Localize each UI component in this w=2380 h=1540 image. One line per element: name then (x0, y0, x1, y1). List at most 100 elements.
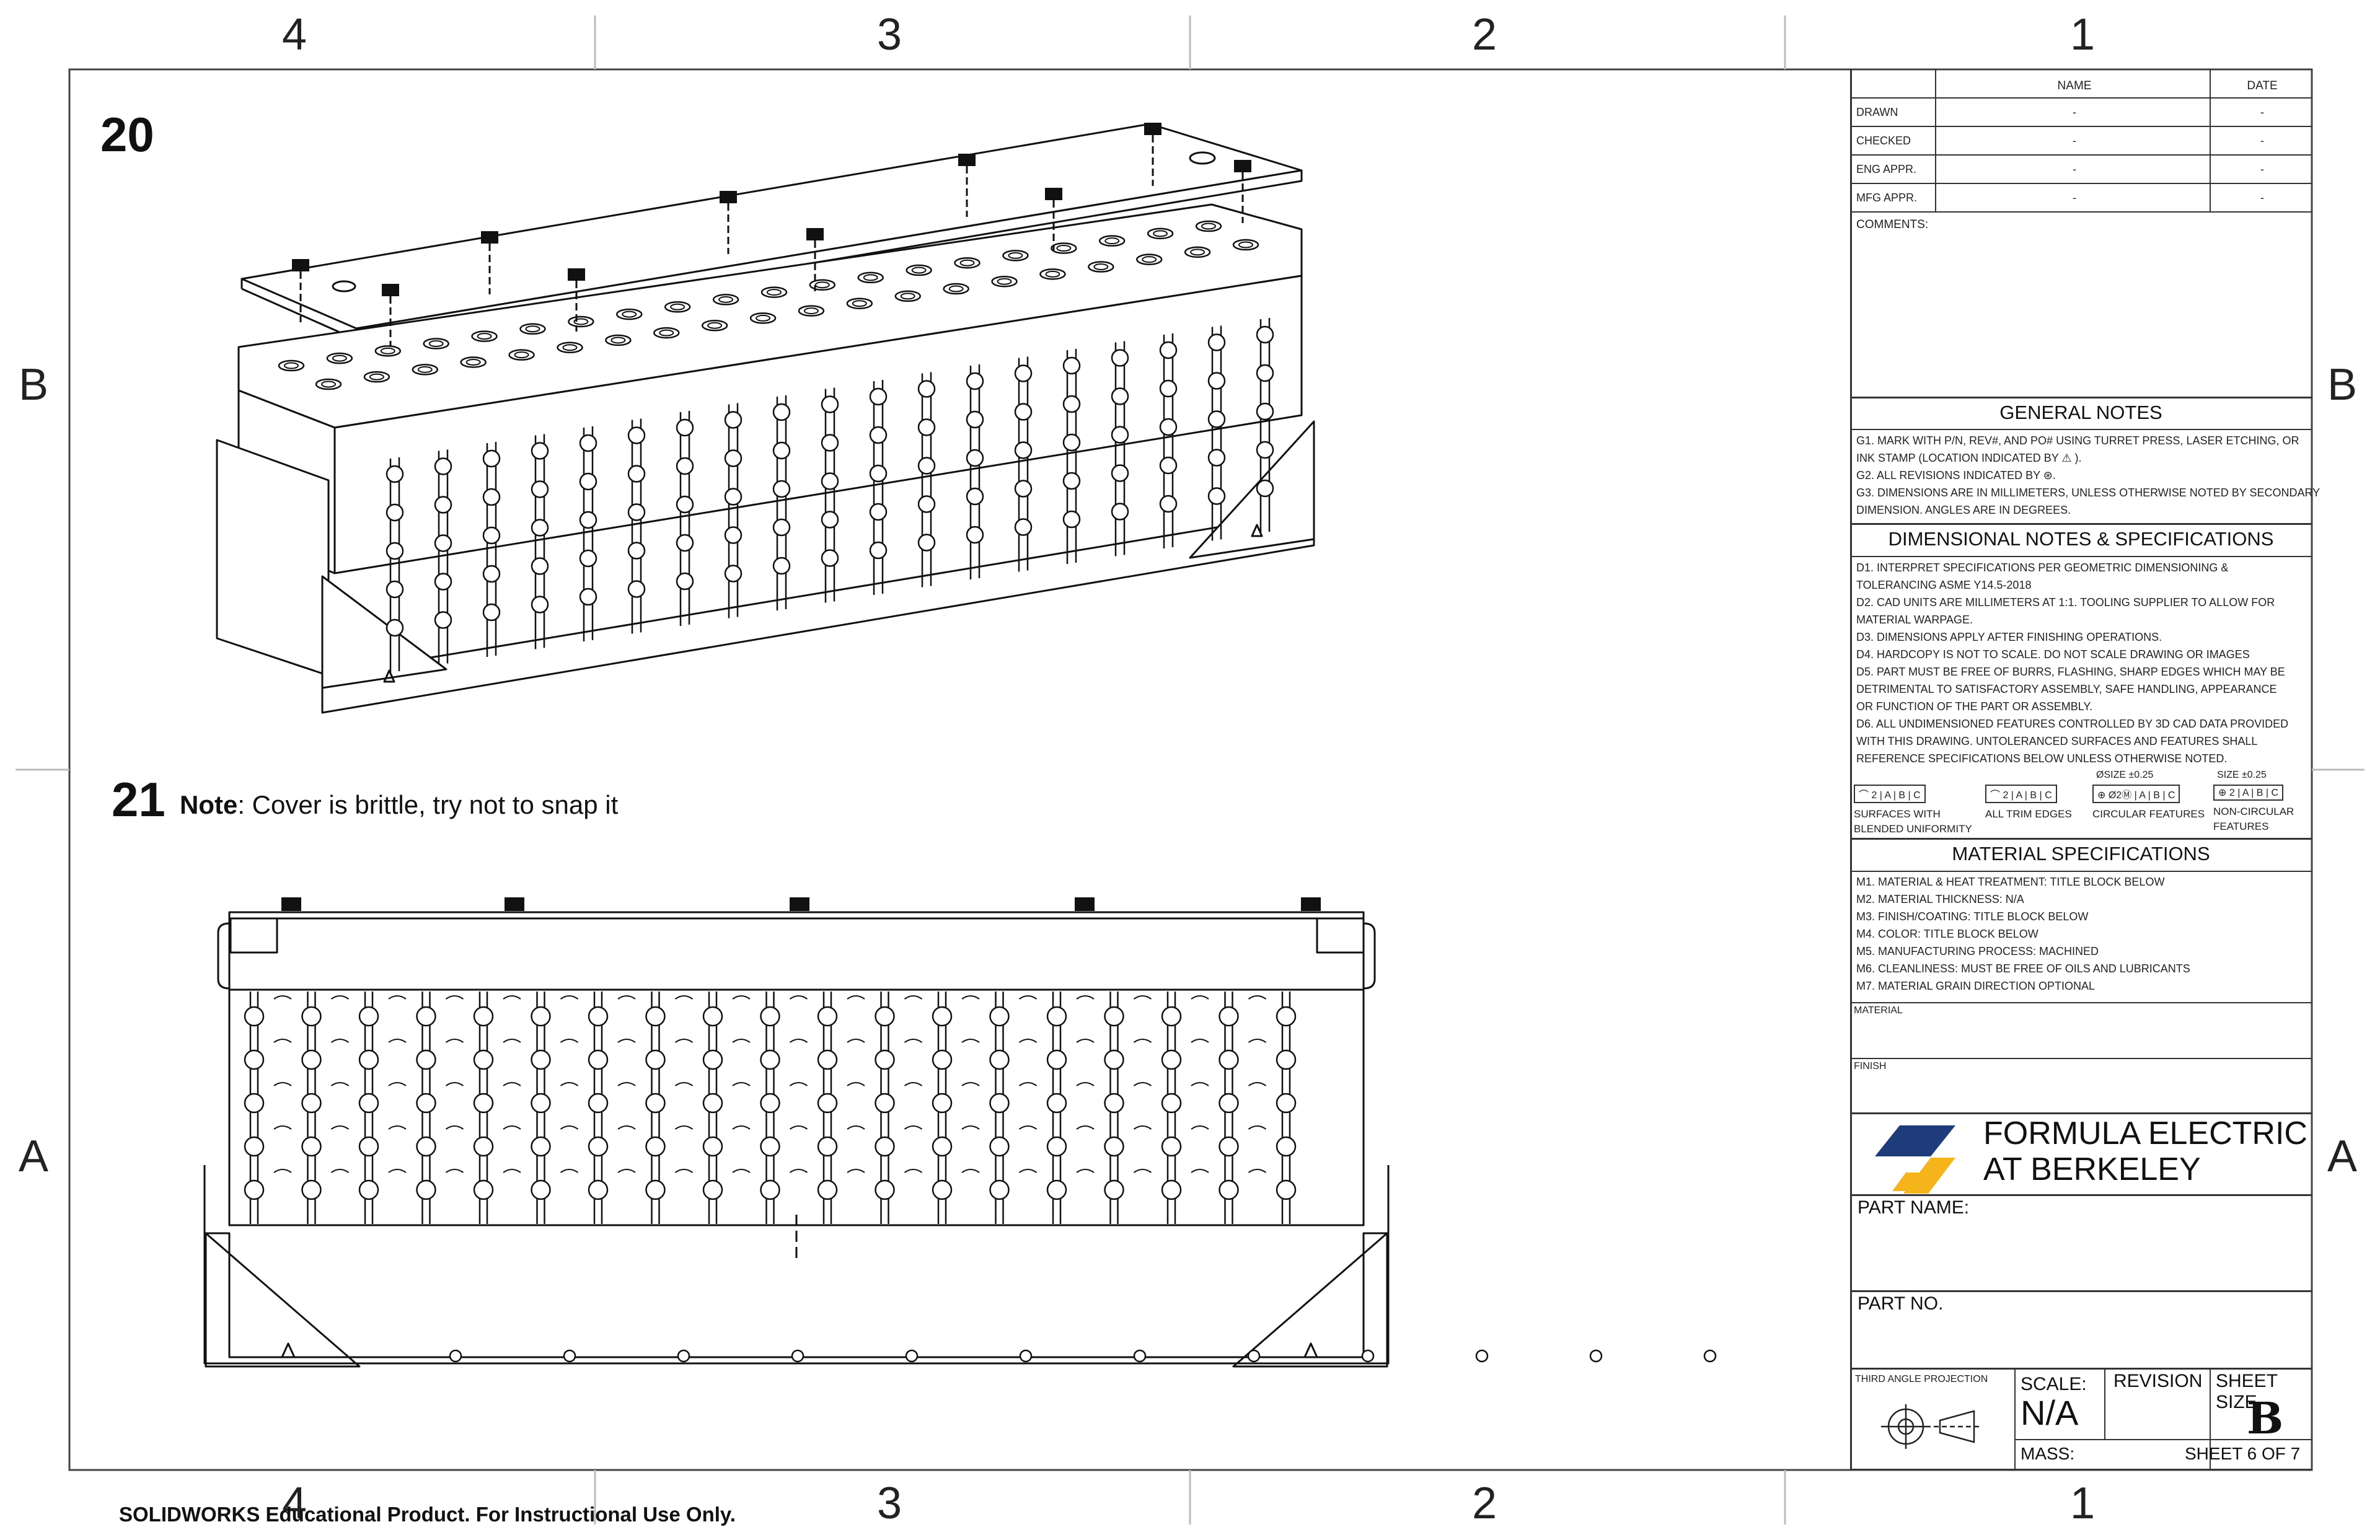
cell-node (1161, 1179, 1182, 1200)
cell-arc (388, 1039, 407, 1043)
zone-bottom-2: 2 (1472, 1479, 1497, 1528)
cell-arc (674, 1169, 694, 1173)
cell-node (1219, 1006, 1239, 1027)
cell-arc (1076, 1039, 1095, 1043)
cell-node (817, 1179, 838, 1200)
bolt-head (1234, 160, 1251, 172)
cell-hole (1195, 220, 1222, 232)
cell-arc (904, 1169, 923, 1173)
cell-arc (273, 1125, 292, 1130)
cell-hole-inner (997, 278, 1012, 285)
tray-hole (1019, 1349, 1033, 1363)
zone-top-4: 4 (282, 10, 307, 59)
cell-arc (1133, 1169, 1152, 1173)
cell-node (627, 542, 646, 560)
dim-note: D6. ALL UNDIMENSIONED FEATURES CONTROLLE… (1856, 718, 2289, 730)
cell-hole (991, 275, 1018, 288)
cell-node (358, 1179, 379, 1200)
cell-arc (445, 1082, 464, 1086)
cell-node (966, 372, 984, 390)
front-tray-holes (449, 1349, 1717, 1363)
approval-name: - (2073, 163, 2076, 175)
cell-node (1159, 379, 1178, 398)
cell-arc (789, 995, 808, 1000)
tray-hole (791, 1349, 804, 1363)
cell-node (473, 1136, 494, 1157)
cell-hole (315, 378, 342, 390)
third-angle-projection-icon (1881, 1404, 1980, 1449)
zone-right-A: A (2327, 1132, 2358, 1181)
cell-arc (1191, 1082, 1209, 1086)
front-bolts (281, 897, 1321, 911)
cell-node (482, 449, 501, 468)
cell-node (966, 410, 984, 429)
tolerance-control-frame: ⌒ 2 | A | B | C (1854, 785, 1926, 803)
cell-node (531, 442, 549, 460)
bolt-head (481, 231, 498, 244)
bolt-head (1144, 123, 1161, 135)
cell-arc (789, 1169, 808, 1173)
tray-hole (1361, 1349, 1375, 1363)
cell-hole (653, 327, 680, 339)
cell-node (1111, 426, 1129, 444)
tray-hole (1475, 1349, 1489, 1363)
zone-bottom-4: 4 (282, 1479, 307, 1528)
cell-arc (273, 995, 292, 1000)
cell-arc (1191, 1039, 1209, 1043)
cell-node (875, 1093, 895, 1114)
cell-node (531, 1179, 551, 1200)
cell-node (1219, 1136, 1239, 1157)
bolt-head (292, 259, 309, 271)
step-21-label: 21 (112, 772, 165, 827)
cell-node (1014, 441, 1033, 459)
title-block: NAME DATE DRAWN--CHECKED--ENG APPR.--MFG… (1850, 69, 2320, 1470)
dim-note: REFERENCE SPECIFICATIONS BELOW UNLESS OT… (1856, 752, 2228, 765)
cell-arc (732, 1169, 751, 1173)
cell-arc (388, 1125, 407, 1130)
cell-hole-inner (1008, 252, 1023, 259)
general-note: G2. ALL REVISIONS INDICATED BY ⊛. (1856, 469, 2056, 482)
cell-hole (412, 364, 439, 376)
cell-arc (445, 1125, 464, 1130)
general-notes-list: G1. MARK WITH P/N, REV#, AND PO# USING T… (1856, 432, 2320, 519)
bolt-head (806, 228, 824, 240)
cell-hole (1051, 242, 1077, 254)
cell-node (1014, 518, 1033, 536)
cell-hole-inner (814, 281, 830, 289)
cell-arc (674, 1039, 694, 1043)
cell-hole-inner (1142, 256, 1157, 263)
dim-note: D4. HARDCOPY IS NOT TO SCALE. DO NOT SCA… (1856, 648, 2250, 661)
cell-node (821, 511, 839, 529)
cell-node (645, 1093, 666, 1114)
cell-hole (760, 286, 788, 298)
cell-node (627, 580, 646, 598)
org-line-1: FORMULA ELECTRIC (1983, 1115, 2307, 1151)
cell-node (875, 1179, 895, 1200)
mat-note: M2. MATERIAL THICKNESS: N/A (1856, 893, 2024, 905)
cell-node (1276, 1093, 1297, 1114)
cell-arc (560, 1039, 579, 1043)
cell-arc (789, 1039, 808, 1043)
cell-node (702, 1049, 723, 1070)
cell-hole-inner (428, 340, 444, 347)
approval-name: - (2073, 134, 2076, 147)
cell-node (989, 1093, 1010, 1114)
cell-node (932, 1093, 953, 1114)
cell-hole (568, 315, 594, 328)
cell-hole-inner (756, 314, 771, 322)
cell-node (1014, 403, 1033, 421)
cell-arc (732, 995, 751, 1000)
cell-arc (503, 1082, 521, 1086)
cell-node (531, 1049, 551, 1070)
cell-hole (798, 305, 825, 317)
cell-node (1256, 325, 1274, 344)
cell-node (1159, 418, 1178, 436)
zone-left-A: A (19, 1132, 49, 1181)
cell-node (1046, 1049, 1067, 1070)
approval-date: - (2260, 134, 2264, 147)
cell-arc (732, 1039, 751, 1043)
cell-node (989, 1179, 1010, 1200)
tolerance-caption: SURFACES WITH (1854, 808, 1941, 820)
general-note: INK STAMP (LOCATION INDICATED BY ⚠ ). (1856, 452, 2082, 464)
